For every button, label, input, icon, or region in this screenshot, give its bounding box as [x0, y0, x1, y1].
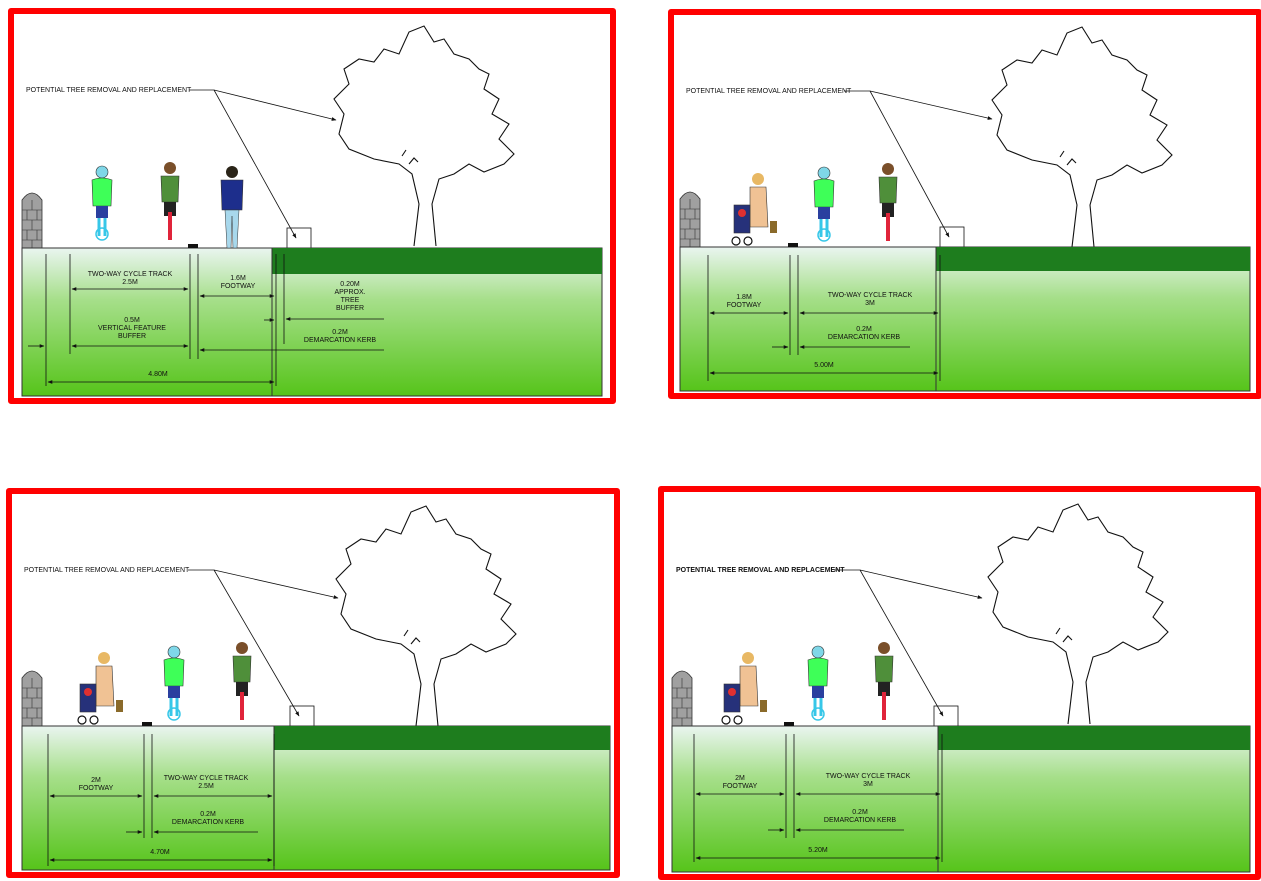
kerb-block	[784, 722, 794, 726]
verge-band	[272, 248, 602, 274]
tree-outline	[991, 26, 1173, 248]
kerb-block	[142, 722, 152, 726]
tree-box	[933, 705, 959, 727]
cross-section-drawing: POTENTIAL TREE REMOVAL AND REPLACEMENT T…	[21, 25, 603, 397]
kerb-block	[188, 244, 198, 248]
cyclist-green-icon	[813, 166, 835, 242]
buffer-label-2: BUFFER	[118, 333, 146, 340]
footway-width: 2M	[735, 775, 745, 782]
total-width: 5.20M	[808, 847, 828, 854]
kerb-label: DEMARCATION KERB	[824, 817, 897, 824]
callout-label: POTENTIAL TREE REMOVAL AND REPLACEMENT	[24, 567, 190, 574]
dimension-lines	[693, 734, 943, 862]
buffer-label-1: VERTICAL FEATURE	[98, 325, 166, 332]
cyclist-shirt-icon	[232, 642, 252, 720]
section-panel-2: POTENTIAL TREE REMOVAL AND REPLACEMENT 1…	[668, 9, 1261, 399]
brick-wall-icon	[671, 670, 693, 727]
cross-section-drawing: POTENTIAL TREE REMOVAL AND REPLACEMENT 2…	[21, 505, 611, 871]
buffer-width: 0.5M	[124, 317, 140, 324]
dimension-lines	[707, 255, 941, 381]
cycle-track-label: TWO-WAY CYCLE TRACK	[826, 773, 911, 780]
footway-width: 2M	[91, 777, 101, 784]
cyclist-green-icon	[163, 645, 185, 721]
brick-wall-icon	[21, 670, 43, 727]
kerb-width: 0.2M	[332, 329, 348, 336]
cyclist-green-icon	[91, 165, 113, 241]
cycle-track-width: 2.5M	[122, 279, 138, 286]
cyclist-shirt-icon	[160, 162, 180, 240]
kerb-block	[788, 243, 798, 247]
pushchair-woman-icon	[721, 652, 767, 725]
kerb-width: 0.2M	[856, 326, 872, 333]
cycle-track-width: 2.5M	[198, 783, 214, 790]
pushchair-woman-icon	[77, 652, 123, 725]
cyclist-shirt-icon	[874, 642, 894, 720]
pushchair-woman-icon	[731, 173, 777, 246]
footway-width: 1.8M	[736, 294, 752, 301]
section-panel-1: POTENTIAL TREE REMOVAL AND REPLACEMENT T…	[8, 8, 616, 404]
verge-band	[938, 726, 1250, 750]
callout-label: POTENTIAL TREE REMOVAL AND REPLACEMENT	[676, 567, 845, 574]
kerb-label: DEMARCATION KERB	[172, 819, 245, 826]
cycle-track-width: 3M	[865, 300, 875, 307]
tree-outline	[987, 503, 1169, 725]
footway-label: FOOTWAY	[79, 785, 114, 792]
tree-buffer-label-1: APPROX.	[334, 289, 365, 296]
tree-outline	[333, 25, 515, 247]
brick-wall-icon	[679, 191, 701, 248]
cycle-track-label: TWO-WAY CYCLE TRACK	[88, 271, 173, 278]
cross-section-drawing: POTENTIAL TREE REMOVAL AND REPLACEMENT 2…	[671, 503, 1251, 873]
section-panel-3: POTENTIAL TREE REMOVAL AND REPLACEMENT 2…	[6, 488, 620, 878]
callout-label: POTENTIAL TREE REMOVAL AND REPLACEMENT	[26, 87, 192, 94]
tree-buffer-label-3: BUFFER	[336, 305, 364, 312]
verge-band	[274, 726, 610, 750]
footway-label: FOOTWAY	[727, 302, 762, 309]
callout-label: POTENTIAL TREE REMOVAL AND REPLACEMENT	[686, 88, 852, 95]
kerb-label: DEMARCATION KERB	[304, 337, 377, 344]
brick-wall-icon	[21, 192, 43, 249]
tree-box	[939, 226, 965, 248]
cyclist-green-icon	[807, 645, 829, 721]
dimension-lines	[47, 734, 275, 866]
ground-section	[671, 725, 1251, 873]
tree-box	[286, 227, 312, 249]
total-width: 4.70M	[150, 849, 170, 856]
cycle-track-label: TWO-WAY CYCLE TRACK	[828, 292, 913, 299]
section-panel-4: POTENTIAL TREE REMOVAL AND REPLACEMENT 2…	[658, 486, 1261, 880]
footway-label: FOOTWAY	[221, 283, 256, 290]
pedestrian-man-icon	[220, 166, 244, 249]
tree-buffer-label-2: TREE	[341, 297, 360, 304]
verge-band	[936, 247, 1250, 271]
kerb-label: DEMARCATION KERB	[828, 334, 901, 341]
cyclist-shirt-icon	[878, 163, 898, 241]
footway-label: FOOTWAY	[723, 783, 758, 790]
footway-width: 1.6M	[230, 275, 246, 282]
tree-buffer-width: 0.20M	[340, 281, 360, 288]
cross-section-drawing: POTENTIAL TREE REMOVAL AND REPLACEMENT 1…	[679, 26, 1251, 392]
tree-outline	[335, 505, 517, 727]
cycle-track-label: TWO-WAY CYCLE TRACK	[164, 775, 249, 782]
kerb-width: 0.2M	[200, 811, 216, 818]
dimension-lines	[28, 254, 384, 386]
kerb-width: 0.2M	[852, 809, 868, 816]
cycle-track-width: 3M	[863, 781, 873, 788]
total-width: 4.80M	[148, 371, 168, 378]
tree-box	[289, 705, 315, 727]
total-width: 5.00M	[814, 362, 834, 369]
